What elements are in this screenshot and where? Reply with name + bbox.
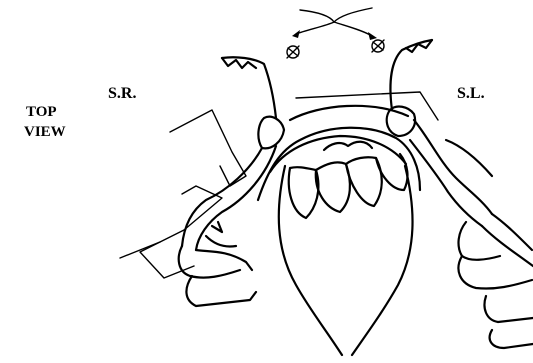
- side-right-label: S.R.: [108, 86, 136, 102]
- left-target-marker-icon: [287, 46, 299, 58]
- right-target-marker-icon: [372, 40, 384, 52]
- view-label-line1: TOP: [26, 105, 57, 120]
- left-boxes: [120, 110, 246, 278]
- petal-lobes: [289, 142, 408, 218]
- direction-arrows-icon: [292, 8, 377, 40]
- right-side-appendage: [179, 57, 284, 306]
- view-label-line2: VIEW: [24, 125, 66, 140]
- side-left-label: S.L.: [457, 86, 485, 102]
